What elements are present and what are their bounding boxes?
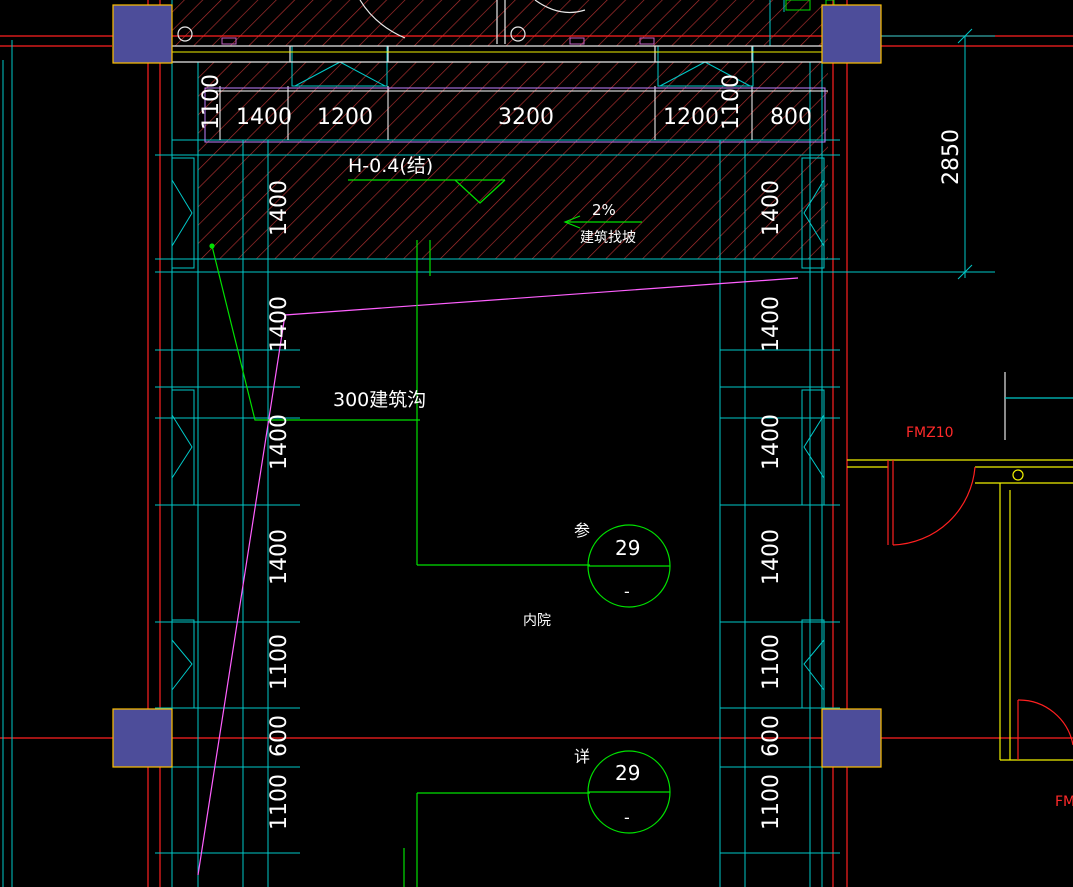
top-dim-3: 1200 (317, 105, 373, 130)
green-leaders (209, 179, 642, 887)
right-dimension-label: 2850 (939, 129, 964, 185)
courtyard-label: 内院 (523, 613, 551, 629)
left-dim-3: 1400 (267, 414, 292, 470)
dimension-frame (204, 87, 826, 143)
hatched-slab-zone (198, 62, 828, 259)
right-dimension-line (957, 28, 973, 280)
structural-columns (112, 4, 882, 768)
right-col-dim-1: 1400 (759, 180, 784, 236)
door-label-partial: FM (1055, 794, 1073, 810)
top-dim-7: 800 (770, 105, 812, 130)
right-tick-column (719, 140, 746, 887)
right-col-dim-4: 1400 (759, 529, 784, 585)
ref2-number: 29 (615, 761, 640, 785)
ref2-prefix: 详 (574, 747, 590, 766)
window-markers (171, 45, 825, 709)
small-hatch-pads (221, 37, 655, 45)
ref1-sub: - (624, 582, 630, 601)
left-dim-4: 1400 (267, 529, 292, 585)
level-note: H-0.4(结) (348, 155, 433, 177)
top-fixtures (172, 0, 822, 63)
top-dim-4: 3200 (498, 105, 554, 130)
ref2-sub: - (624, 808, 630, 827)
right-col-dim-3: 1400 (759, 414, 784, 470)
top-dim-1: 1100 (199, 74, 224, 130)
slope-percentage: 2% (592, 201, 616, 219)
right-col-dim-7: 1100 (759, 774, 784, 830)
right-column-dimension-labels: 1400 1400 1400 1400 1100 600 1100 (759, 180, 784, 830)
detail-reference-1 (587, 524, 671, 608)
left-dim-1: 1400 (267, 180, 292, 236)
door-label-fmz10: FMZ10 (906, 425, 954, 441)
left-column-dimension-labels: 1400 1400 1400 1400 1100 600 1100 (267, 180, 292, 830)
ref1-number: 29 (615, 536, 640, 560)
right-col-dim-5: 1100 (759, 634, 784, 690)
left-tick-column (242, 140, 269, 887)
ref1-prefix: 参 (574, 521, 590, 540)
left-dim-6: 600 (267, 715, 292, 757)
slope-note: 建筑找坡 (580, 230, 636, 246)
door-fmz10 (847, 372, 1073, 761)
top-dimension-line (205, 86, 828, 140)
left-dim-7: 1100 (267, 774, 292, 830)
top-dimension-labels: 1100 1400 1200 3200 1200 1100 800 (199, 74, 812, 130)
left-dim-2: 1400 (267, 296, 292, 352)
cyan-row-ticks (155, 154, 840, 854)
top-dim-5: 1200 (663, 105, 719, 130)
top-dim-6: 1100 (719, 74, 744, 130)
right-col-dim-6: 600 (759, 715, 784, 757)
trench-note: 300建筑沟 (333, 389, 426, 411)
left-dim-5: 1100 (267, 634, 292, 690)
detail-reference-2 (587, 750, 671, 834)
drainage-boundary (197, 277, 799, 876)
top-dim-2: 1400 (236, 105, 292, 130)
right-col-dim-2: 1400 (759, 296, 784, 352)
